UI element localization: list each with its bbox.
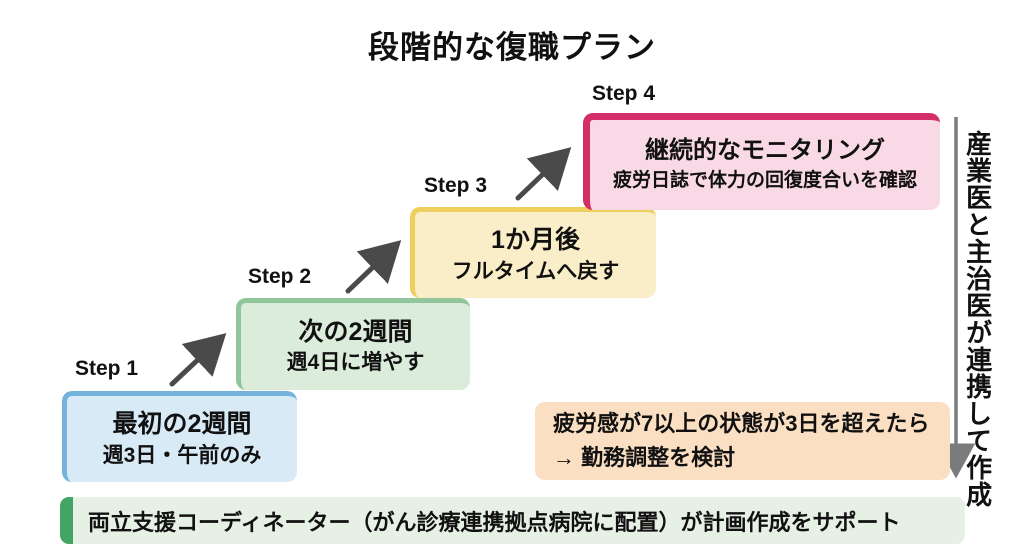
fatigue-alert-line2: → 勤務調整を検討 bbox=[553, 445, 736, 470]
arrow-icon-step2-to-step3 bbox=[345, 240, 402, 294]
step-3-box: 1か月後 フルタイムへ戻す bbox=[410, 207, 656, 298]
footer-accent-bar bbox=[60, 497, 73, 544]
step-3-line2: フルタイムへ戻す bbox=[451, 259, 620, 283]
step-1-line2: 週3日・午前のみ bbox=[102, 443, 262, 467]
step-1-label: Step 1 bbox=[75, 357, 139, 380]
step-2-label: Step 2 bbox=[248, 265, 312, 288]
step-4-line2: 疲労日誌で体力の回復度合いを確認 bbox=[612, 170, 917, 192]
step-2-line1: 次の2週間 bbox=[298, 317, 413, 346]
step-3-label: Step 3 bbox=[424, 174, 488, 197]
step-4-label: Step 4 bbox=[592, 82, 656, 105]
step-2-box: 次の2週間 週4日に増やす bbox=[236, 298, 470, 390]
side-note-vertical-text: 産業医と主治医が連携して作成 bbox=[962, 130, 993, 508]
step-1-line1: 最初の2週間 bbox=[112, 410, 252, 439]
step-1-box: 最初の2週間 週3日・午前のみ bbox=[62, 391, 297, 482]
arrow-icon-step3-to-step4 bbox=[515, 147, 572, 201]
step-4-box: 継続的なモニタリング 疲労日誌で体力の回復度合いを確認 bbox=[583, 113, 940, 210]
fatigue-alert-line1: 疲労感が7以上の状態が3日を超えたら bbox=[553, 410, 930, 436]
support-footer-bar: 両立支援コーディネーター（がん診療連携拠点病院に配置）が計画作成をサポート bbox=[60, 497, 965, 544]
step-2-line2: 週4日に増やす bbox=[286, 351, 425, 375]
page-title: 段階的な復職プラン bbox=[368, 30, 656, 65]
fatigue-alert-box: 疲労感が7以上の状態が3日を超えたら → 勤務調整を検討 bbox=[535, 402, 950, 480]
arrow-icon-step1-to-step2 bbox=[169, 333, 227, 387]
step-3-line1: 1か月後 bbox=[491, 226, 580, 255]
step-4-line1: 継続的なモニタリング bbox=[645, 137, 885, 165]
footer-text: 両立支援コーディネーター（がん診療連携拠点病院に配置）が計画作成をサポート bbox=[88, 509, 901, 535]
